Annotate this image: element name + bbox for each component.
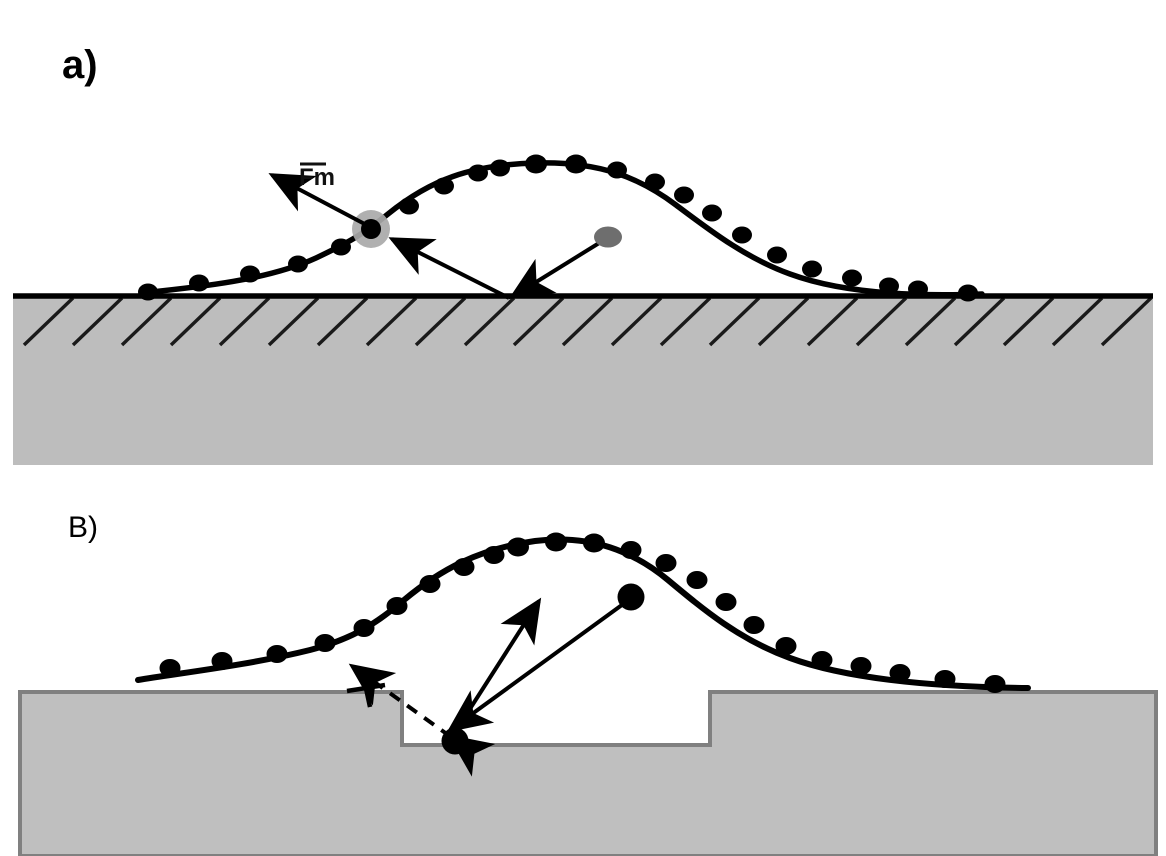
bead bbox=[702, 204, 722, 222]
force-vector-annotation-a: Fm bbox=[268, 162, 377, 232]
bead bbox=[645, 173, 665, 191]
bead bbox=[331, 238, 351, 256]
bead bbox=[607, 161, 627, 179]
bead bbox=[468, 164, 488, 182]
membrane-beads-b bbox=[159, 532, 1006, 693]
bead bbox=[189, 274, 209, 292]
bead bbox=[655, 554, 677, 572]
bead bbox=[434, 177, 454, 195]
bead bbox=[490, 159, 510, 177]
panel-b-label: B) bbox=[68, 511, 98, 544]
bead bbox=[583, 533, 605, 553]
bead bbox=[767, 246, 787, 264]
panel-a-label: a) bbox=[62, 43, 98, 87]
blocked-transport-annotation-b bbox=[346, 663, 496, 777]
particle-exchange-arrows-a bbox=[388, 226, 622, 300]
incident-particle-arrow bbox=[446, 600, 628, 733]
panel-a-substrate bbox=[13, 293, 1153, 465]
panel-b: B) bbox=[18, 511, 1158, 856]
deposited-particle-arrow bbox=[508, 238, 606, 300]
bead bbox=[240, 265, 260, 283]
bead bbox=[715, 593, 737, 611]
force-vector-arrow bbox=[268, 173, 377, 232]
bead bbox=[879, 277, 899, 295]
bead bbox=[314, 634, 336, 652]
bead bbox=[775, 637, 797, 655]
bead bbox=[732, 226, 752, 244]
bead bbox=[620, 541, 642, 559]
bead bbox=[419, 575, 441, 593]
force-vector-label: Fm bbox=[299, 164, 335, 191]
particle-exchange-arrows-b bbox=[441, 583, 645, 755]
force-vector-label-group: Fm bbox=[299, 162, 335, 191]
bead bbox=[889, 664, 911, 682]
bead bbox=[743, 616, 765, 634]
bead bbox=[507, 537, 529, 557]
bead bbox=[353, 619, 375, 637]
bead bbox=[686, 571, 708, 589]
bead bbox=[842, 269, 862, 287]
bead bbox=[159, 659, 181, 677]
bead bbox=[399, 197, 419, 215]
membrane-beads-a bbox=[138, 154, 978, 302]
bead bbox=[984, 675, 1006, 693]
panel-a: a) bbox=[13, 43, 1153, 465]
bead bbox=[138, 283, 158, 301]
bead bbox=[850, 657, 872, 675]
bead bbox=[288, 255, 308, 273]
panel-a-membrane bbox=[138, 154, 985, 302]
substrate-fill-a bbox=[13, 294, 1153, 465]
bead bbox=[934, 670, 956, 688]
bead bbox=[266, 645, 288, 663]
bead bbox=[525, 154, 547, 174]
bead bbox=[565, 154, 587, 174]
bead bbox=[545, 532, 567, 552]
bead bbox=[211, 652, 233, 670]
trench-floor-bead bbox=[441, 727, 469, 755]
substrate-hatching-a bbox=[22, 296, 1153, 347]
free-particle-dot-b bbox=[617, 583, 645, 611]
bead bbox=[483, 546, 505, 564]
bead bbox=[386, 597, 408, 615]
bead bbox=[958, 284, 978, 302]
incoming-particle-arrow bbox=[388, 237, 510, 300]
bead bbox=[811, 651, 833, 669]
bead bbox=[802, 260, 822, 278]
panel-b-membrane bbox=[135, 532, 1031, 693]
blocked-cross-icon bbox=[346, 669, 386, 708]
free-particle-dot-a bbox=[594, 226, 622, 248]
bead bbox=[674, 186, 694, 204]
bead bbox=[453, 558, 475, 576]
bead bbox=[908, 280, 928, 298]
